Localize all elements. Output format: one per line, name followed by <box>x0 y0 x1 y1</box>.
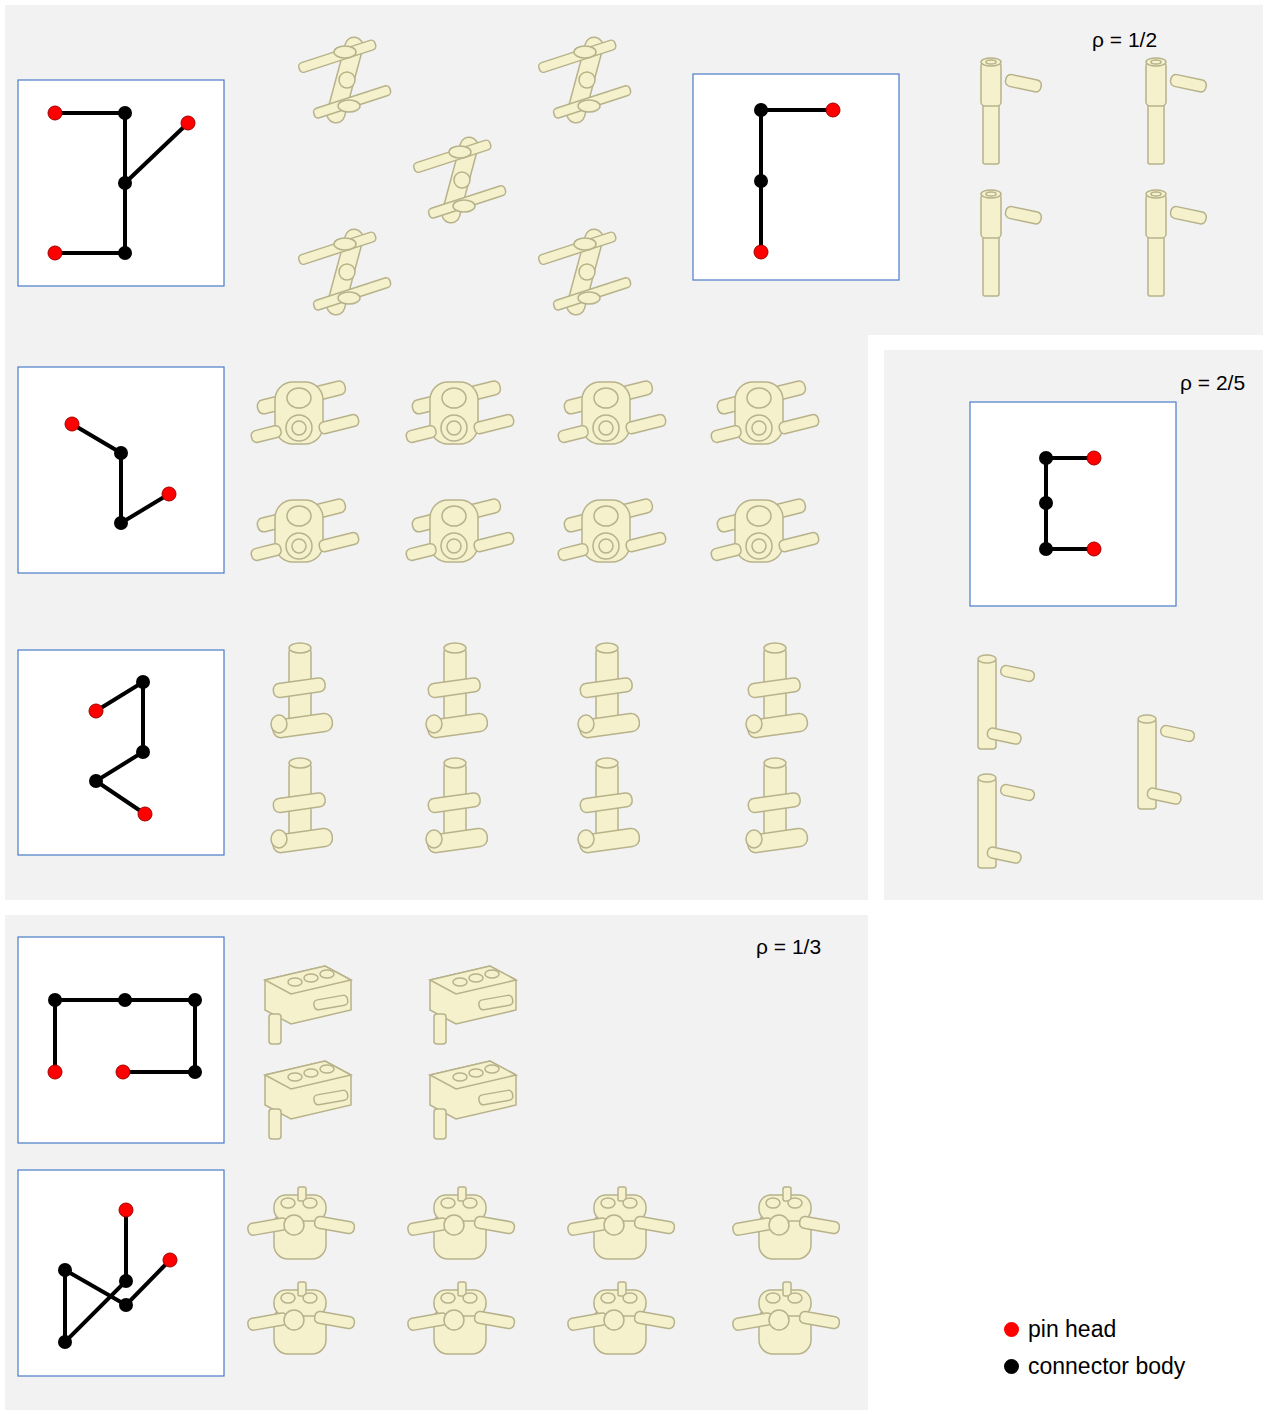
legend-text: connector body <box>1028 1353 1185 1380</box>
ratio-label: ρ = 1/3 <box>756 934 821 959</box>
legend-swatch <box>1004 1359 1019 1374</box>
legend-swatch <box>1004 1322 1019 1337</box>
legend-text: pin head <box>1028 1316 1116 1343</box>
legend-entry: pin head <box>1004 1316 1116 1343</box>
ratio-label: ρ = 2/5 <box>1180 370 1245 395</box>
ratio-label: ρ = 1/2 <box>1092 27 1157 52</box>
legend-entry: connector body <box>1004 1353 1185 1380</box>
